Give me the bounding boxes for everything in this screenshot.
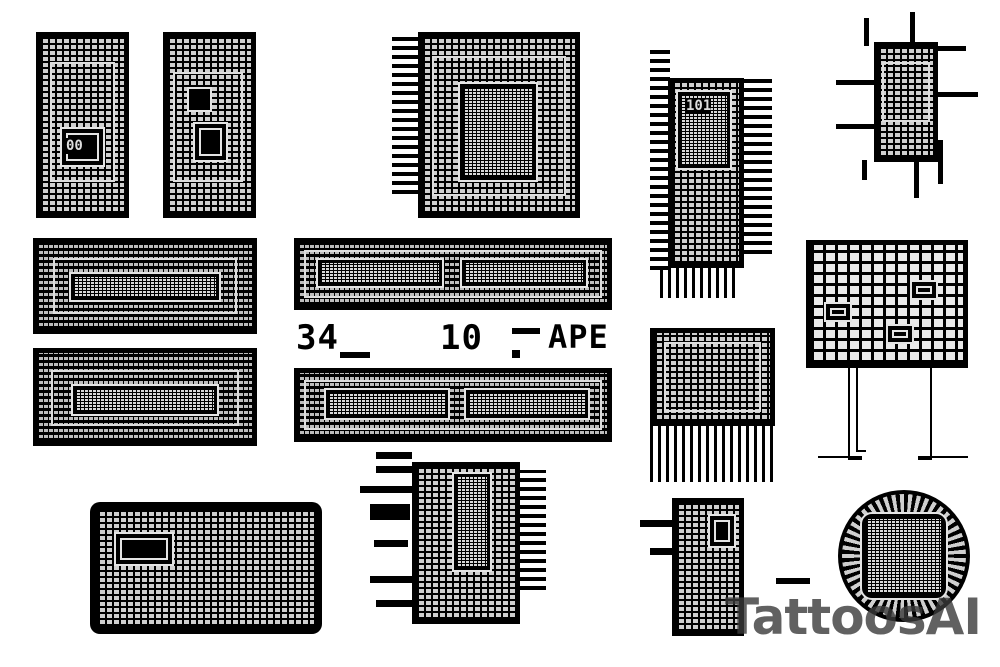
tall-chip-2-frame [173, 72, 243, 182]
bottom-tall-chip-right-pins [520, 470, 546, 590]
crosshair-pin-bottom-far [938, 140, 943, 184]
fragment-text-2: 10 [440, 318, 483, 358]
long-chip-1-core-left [316, 258, 444, 288]
watermark-logo: TattoosAI [725, 588, 982, 646]
maze-chip-stand-foot-left [818, 456, 862, 458]
crosshair-pin-top [910, 12, 915, 44]
bottom-chip-bar-4 [370, 504, 410, 520]
maze-chip [806, 240, 968, 368]
rounded-chip-core [114, 532, 174, 566]
square-chip-core [458, 82, 538, 182]
tall-chip-2 [163, 32, 256, 218]
maze-chip-stand-left-inner [856, 366, 866, 452]
bottom-chip-bar-3 [360, 486, 414, 493]
column3-bottom-chip [672, 498, 744, 636]
crosshair-pin-left-2 [836, 124, 876, 129]
bottom-chip-bar-1 [376, 452, 412, 459]
round-chip-core [860, 512, 948, 600]
wide-chip-2 [33, 348, 257, 446]
crosshair-pin-bottom-left [862, 160, 867, 180]
fragment-bar-2 [512, 328, 540, 334]
column3-chip-label: 101 [686, 98, 712, 114]
tall-chip-2-core [193, 122, 228, 162]
tall-chip-1-pattern [41, 37, 124, 213]
column3-chip-right-pins [744, 74, 772, 254]
tall-chip-1: 00 [36, 32, 129, 218]
wide-chip-1-frame [53, 258, 237, 314]
tall-chip-1-label: 00 [66, 138, 83, 154]
maze-chip-core-3 [910, 280, 938, 300]
rounded-chip [90, 502, 322, 634]
fragment-text-1: 34 [296, 318, 339, 358]
long-chip-1-core-right [460, 258, 588, 288]
bottom-chip-bar-5 [374, 540, 408, 547]
maze-chip-stand-foot-right [918, 456, 968, 458]
crosshair-pin-bottom-right [914, 160, 919, 198]
maze-chip-stand-right [918, 366, 932, 460]
square-chip-frame [432, 56, 566, 196]
maze-chip-stand-left [848, 366, 862, 460]
column3-square-chip-comb [650, 424, 775, 482]
column3-bottom-bar-1 [640, 520, 672, 527]
square-chip-left-pins [392, 34, 422, 194]
column3-square-chip [650, 328, 775, 426]
crosshair-chip-frame [882, 62, 930, 122]
bottom-tall-chip-core [452, 472, 492, 572]
crosshair-chip-pattern [879, 47, 933, 157]
crosshair-pin-right-1 [938, 46, 966, 51]
long-chip-2-core-left [324, 388, 450, 420]
wide-chip-2-core [71, 384, 219, 416]
column3-bottom-bar-3 [776, 578, 810, 584]
bottom-chip-bar-2 [376, 466, 412, 473]
crosshair-chip [874, 42, 938, 162]
long-chip-2 [294, 368, 612, 442]
long-chip-2-frame [304, 380, 602, 430]
column3-bottom-bar-2 [650, 548, 674, 555]
long-chip-1 [294, 238, 612, 310]
fragment-bar-1 [340, 352, 370, 358]
maze-chip-core-2 [886, 324, 914, 344]
crosshair-pin-right-2 [938, 92, 978, 97]
rounded-chip-pattern [98, 510, 314, 626]
column3-square-chip-frame [664, 342, 761, 412]
crosshair-pin-left-1 [836, 80, 876, 85]
fragment-text-3: APE [548, 318, 609, 356]
bottom-chip-bar-6 [370, 576, 412, 583]
long-chip-2-core-right [464, 388, 590, 420]
column3-tall-chip: 101 [668, 78, 744, 268]
wide-chip-1 [33, 238, 257, 334]
square-chip [418, 32, 580, 218]
wide-chip-2-frame [51, 370, 239, 426]
tall-chip-1-frame [50, 62, 115, 182]
long-chip-1-frame [304, 250, 602, 298]
bottom-chip-bar-7 [376, 600, 416, 607]
maze-chip-core-1 [824, 302, 852, 322]
round-chip [838, 490, 970, 622]
wide-chip-1-core [69, 272, 221, 302]
fragment-bar-3 [512, 350, 520, 358]
column3-chip-bottom-pins [660, 268, 740, 298]
column3-chip-left-pins [650, 50, 670, 270]
crosshair-pin-top-left [864, 18, 869, 46]
column3-bottom-chip-core [708, 514, 736, 548]
tall-chip-2-core-small [187, 87, 212, 112]
bottom-tall-chip [412, 462, 520, 624]
column3-square-chip-pattern [655, 333, 770, 421]
